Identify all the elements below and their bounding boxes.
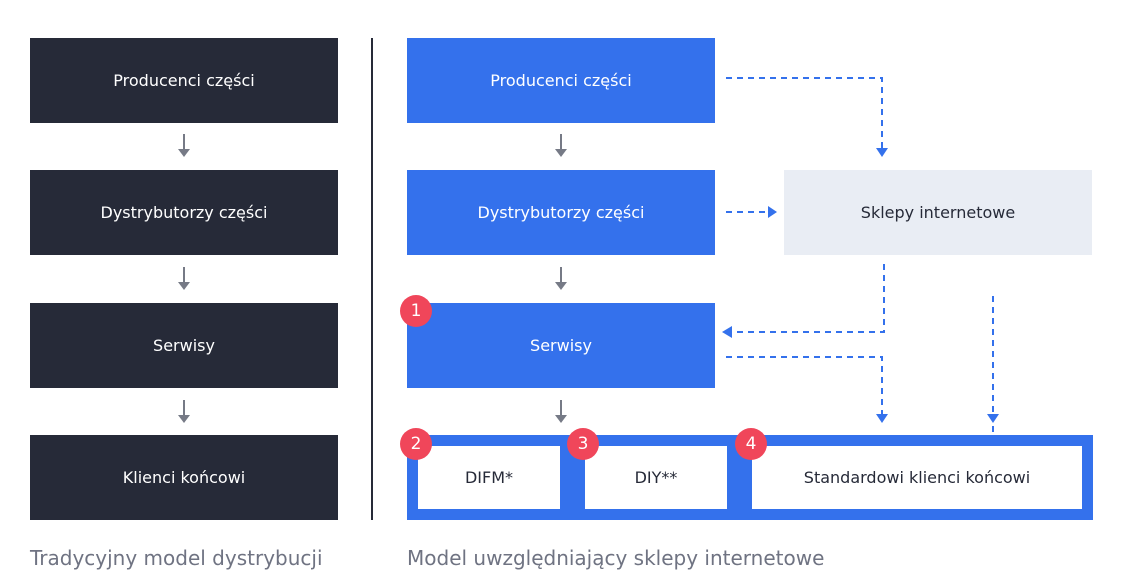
left-clients-label: Klienci końcowi — [122, 468, 246, 487]
badge-1: 1 — [400, 295, 432, 327]
client-diy-label: DIY** — [634, 468, 678, 487]
client-standard-box: Standardowi klienci końcowi — [752, 446, 1082, 509]
right-services-label: Serwisy — [530, 336, 592, 355]
left-services-box: Serwisy — [30, 303, 338, 388]
online-shops-box: Sklepy internetowe — [784, 170, 1092, 255]
right-arrows — [555, 134, 567, 423]
dashed-arrowheads — [722, 148, 999, 423]
right-distributors-label: Dystrybutorzy części — [477, 203, 645, 222]
right-producers-box: Producenci części — [407, 38, 715, 123]
left-clients-box: Klienci końcowi — [30, 435, 338, 520]
left-distributors-label: Dystrybutorzy części — [100, 203, 268, 222]
left-distributors-box: Dystrybutorzy części — [30, 170, 338, 255]
left-caption: Tradycyjny model dystrybucji — [30, 546, 323, 570]
dashed-producers-to-shops — [726, 77, 883, 148]
right-producers-label: Producenci części — [490, 71, 632, 90]
badge-2: 2 — [400, 428, 432, 460]
badge-4: 4 — [735, 428, 767, 460]
left-arrows — [178, 134, 190, 423]
client-difm-box: DIFM* — [418, 446, 560, 509]
badge-3: 3 — [567, 428, 599, 460]
right-services-box: Serwisy — [407, 303, 715, 388]
dashed-services-to-clients — [726, 356, 883, 414]
dashed-shops-to-services — [732, 264, 885, 333]
left-services-label: Serwisy — [153, 336, 215, 355]
client-diy-box: DIY** — [585, 446, 727, 509]
client-standard-label: Standardowi klienci końcowi — [803, 468, 1031, 487]
left-producers-label: Producenci części — [113, 71, 255, 90]
client-difm-label: DIFM* — [464, 468, 514, 487]
left-producers-box: Producenci części — [30, 38, 338, 123]
online-shops-label: Sklepy internetowe — [860, 203, 1016, 222]
right-caption: Model uwzględniający sklepy internetowe — [407, 546, 825, 570]
right-distributors-box: Dystrybutorzy części — [407, 170, 715, 255]
